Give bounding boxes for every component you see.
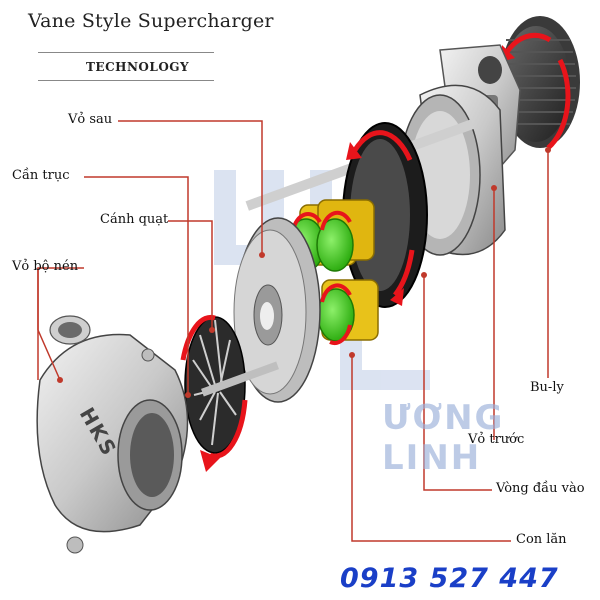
leader-line-housing [37, 268, 61, 381]
label-vo-sau: Vỏ sau [68, 112, 113, 127]
compressor-housing-part [36, 315, 189, 554]
watermark-text: ƯƠNG LINH [382, 398, 505, 478]
leader-lines [37, 120, 549, 542]
impeller-part [180, 314, 279, 472]
label-bu-ly: Bu-ly [530, 380, 564, 395]
label-vong-dau-vao: Vòng đầu vào [496, 481, 585, 496]
label-vo-bo-nen: Vỏ bộ nén [12, 259, 79, 274]
label-canh-quat: Cánh quạt [100, 212, 169, 227]
rear-case-part [233, 217, 321, 403]
phone-number: 0913 527 447 [340, 563, 559, 594]
label-can-truc: Cần trục [12, 168, 70, 183]
label-con-lan: Con lăn [516, 532, 567, 547]
diagram-subtitle: TECHNOLOGY [86, 60, 190, 74]
diagram-title: Vane Style Supercharger [28, 10, 274, 32]
leader-dots [57, 147, 551, 398]
label-vo-truoc: Vỏ trước [468, 432, 525, 447]
title-rule-top [38, 52, 214, 53]
title-rule-bottom [38, 80, 214, 81]
pulley-part [500, 16, 580, 150]
